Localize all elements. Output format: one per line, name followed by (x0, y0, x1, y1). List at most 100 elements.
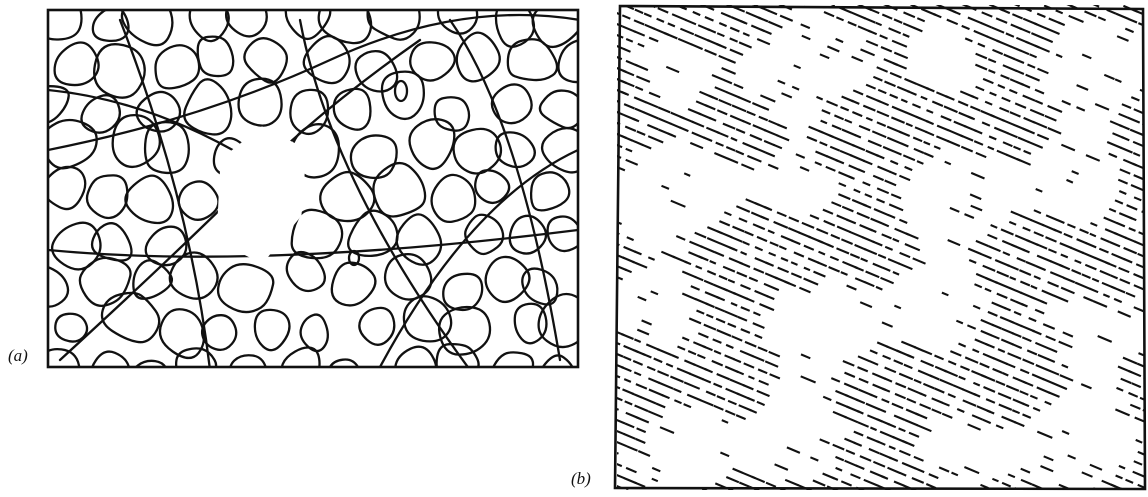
stripe-dash (997, 392, 1012, 400)
stripe-dash (645, 343, 660, 351)
stripe-dash (1062, 331, 1074, 338)
stripe-dash (725, 146, 736, 152)
stripe-dash (888, 203, 904, 212)
stripe-dash (1071, 269, 1082, 275)
stripe-dash (725, 343, 734, 349)
stripe-dash (867, 139, 882, 148)
cell-outline (280, 346, 321, 367)
cell-outline (546, 215, 578, 253)
stripe-dash (1029, 108, 1045, 117)
stripe-dash (931, 100, 944, 107)
stripe-dash (704, 48, 717, 56)
stripe-dash (1081, 53, 1092, 60)
stripe-dash (831, 476, 839, 481)
stripe-dash (975, 239, 989, 248)
stripe-dash (1060, 143, 1076, 152)
stripe-dash (854, 266, 865, 272)
panel-a-label: (a) (8, 346, 28, 365)
stripe-dash (1105, 261, 1117, 268)
stripe-dash (809, 456, 819, 462)
stripe-dash (876, 66, 889, 73)
stripe-dash (1045, 236, 1057, 243)
stripe-dash (831, 201, 842, 208)
stripe-dash (893, 414, 906, 421)
stripe-dash (1044, 114, 1057, 122)
stripe-dash (941, 412, 953, 419)
stripe-dash (903, 11, 916, 19)
stripe-dash (1137, 252, 1144, 258)
stripe-dash (855, 398, 866, 405)
stripe-dash (718, 220, 731, 227)
stripe-dash (746, 110, 756, 117)
stripe-dash (622, 388, 634, 395)
stripe-dash (1118, 266, 1130, 274)
cell-outline (380, 70, 425, 121)
cell-outline (216, 263, 275, 314)
cell-outline (53, 41, 100, 87)
stripe-dash (617, 44, 625, 51)
stripe-dash (1022, 226, 1031, 232)
stripe-dash (958, 342, 967, 348)
stripe-dash (753, 146, 767, 154)
stripe-dash (1134, 416, 1144, 423)
stripe-dash (846, 218, 857, 225)
stripe-dash (752, 223, 766, 231)
stripe-dash (959, 134, 974, 142)
stripe-dash (990, 26, 1005, 34)
stripe-dash (876, 110, 890, 118)
stripe-dash (764, 0, 772, 1)
stripe-dash (1041, 289, 1055, 297)
stripe-dash (1048, 347, 1058, 353)
stripe-dash (936, 124, 950, 132)
cell-outline (490, 83, 533, 125)
stripe-dash (1136, 362, 1144, 368)
stripe-dash (735, 205, 751, 213)
stripe-dash (1089, 463, 1103, 471)
stripe-dash (823, 219, 836, 227)
stripe-dash (1002, 64, 1018, 73)
stripe-dash (906, 354, 915, 359)
stripe-dash (949, 206, 960, 213)
stripe-dash (887, 422, 897, 429)
stripe-dash (1020, 82, 1031, 89)
stripe-dash (1042, 377, 1054, 385)
cell-outline (494, 131, 536, 169)
stripe-dash (988, 69, 996, 74)
stripe-dash (1122, 356, 1138, 365)
stripe-dash (880, 276, 895, 285)
stripe-dash (635, 383, 648, 390)
stripe-dash (914, 126, 928, 134)
stripe-dash (970, 204, 983, 212)
stripe-dash (1008, 286, 1023, 295)
stripe-dash (872, 174, 885, 182)
stripe-dash (941, 291, 949, 297)
stripe-dash (634, 481, 646, 488)
stripe-dash (1071, 170, 1080, 175)
stripe-dash (732, 291, 749, 301)
stripe-dash (681, 270, 697, 279)
stripe-dash (617, 374, 621, 379)
cell-outline (54, 312, 89, 343)
stripe-dash (765, 481, 777, 488)
stripe-dash (791, 85, 800, 91)
stripe-dash (688, 317, 702, 325)
stripe-dash (727, 58, 737, 64)
stripe-dash (967, 247, 982, 255)
cell-outline (452, 127, 503, 175)
stripe-dash (714, 306, 726, 313)
cell-outline (494, 10, 536, 48)
stripe-dash (625, 158, 639, 166)
stripe-dash (1118, 112, 1129, 119)
stripe-dash (726, 157, 739, 164)
stripe-dash (724, 354, 735, 361)
stripe-dash (637, 42, 645, 48)
stripe-dash (716, 296, 726, 302)
stripe-dash (946, 18, 959, 26)
stripe-dash (967, 115, 976, 121)
stripe-dash (1014, 421, 1025, 428)
stripe-dash (876, 440, 886, 446)
stripe-dash (1081, 251, 1097, 260)
cell-outline (90, 222, 133, 262)
cell-outline (48, 118, 98, 170)
stripe-dash (1092, 5, 1100, 8)
